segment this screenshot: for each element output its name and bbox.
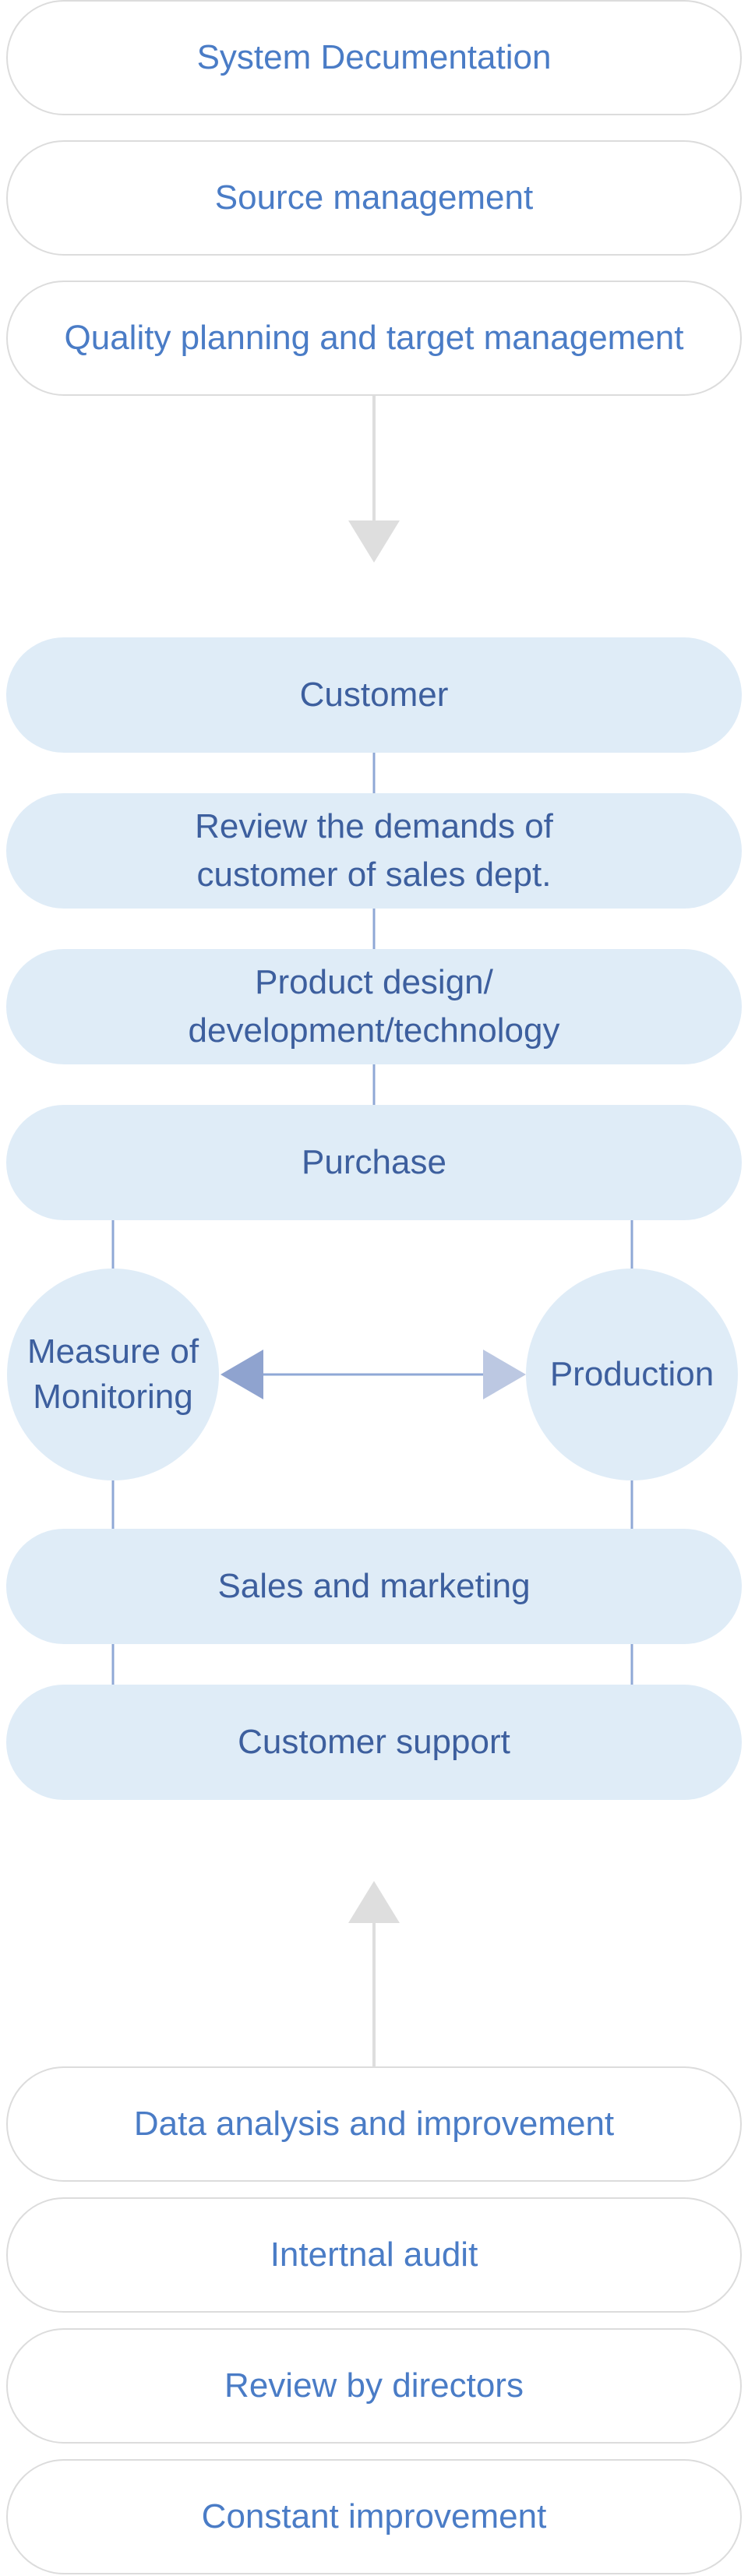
bidirectional-arrow-right-head xyxy=(483,1350,526,1399)
step-label: Purchase xyxy=(302,1143,446,1181)
bottom-item-constant-improvement: Constant improvement xyxy=(6,2459,742,2574)
step-product-design: Product design/ development/technology xyxy=(6,949,742,1064)
step-sales-marketing: Sales and marketing xyxy=(6,1529,742,1644)
bottom-item-label: Data analysis and improvement xyxy=(133,2105,615,2143)
bottom-item-label: Review by directors xyxy=(224,2366,524,2405)
step-review-demands: Review the demands of customer of sales … xyxy=(6,793,742,909)
step-purchase: Purchase xyxy=(6,1105,742,1220)
step-customer-support: Customer support xyxy=(6,1685,742,1800)
step-label: Customer xyxy=(299,676,449,714)
top-item-source-management: Source management xyxy=(6,140,742,256)
down-arrow-head xyxy=(348,520,400,563)
step-label: Customer support xyxy=(238,1723,510,1761)
up-arrow-head xyxy=(348,1881,400,1923)
top-item-quality-planning: Quality planning and target management xyxy=(6,281,742,396)
step-label: Review the demands of customer of sales … xyxy=(195,807,553,894)
step-label: Production xyxy=(549,1355,714,1393)
top-item-label: Source management xyxy=(214,178,534,217)
step-label: Measure of Monitoring xyxy=(26,1332,199,1416)
step-label: Product design/ development/technology xyxy=(188,963,560,1050)
step-customer: Customer xyxy=(6,637,742,753)
bottom-item-data-analysis: Data analysis and improvement xyxy=(6,2066,742,2182)
bottom-item-label: Intertnal audit xyxy=(270,2235,478,2274)
step-label: Sales and marketing xyxy=(217,1567,531,1605)
bottom-item-label: Constant improvement xyxy=(201,2497,547,2535)
top-item-label: System Decumentation xyxy=(196,38,552,76)
bidirectional-arrow-left-head xyxy=(221,1350,263,1399)
bottom-item-internal-audit: Intertnal audit xyxy=(6,2197,742,2313)
step-production: Production xyxy=(526,1269,738,1480)
top-item-label: Quality planning and target management xyxy=(64,319,684,357)
step-measure-of-monitoring: Measure of Monitoring xyxy=(7,1269,219,1480)
bottom-item-review-by-directors: Review by directors xyxy=(6,2328,742,2444)
top-item-system-documentation: System Decumentation xyxy=(6,0,742,115)
